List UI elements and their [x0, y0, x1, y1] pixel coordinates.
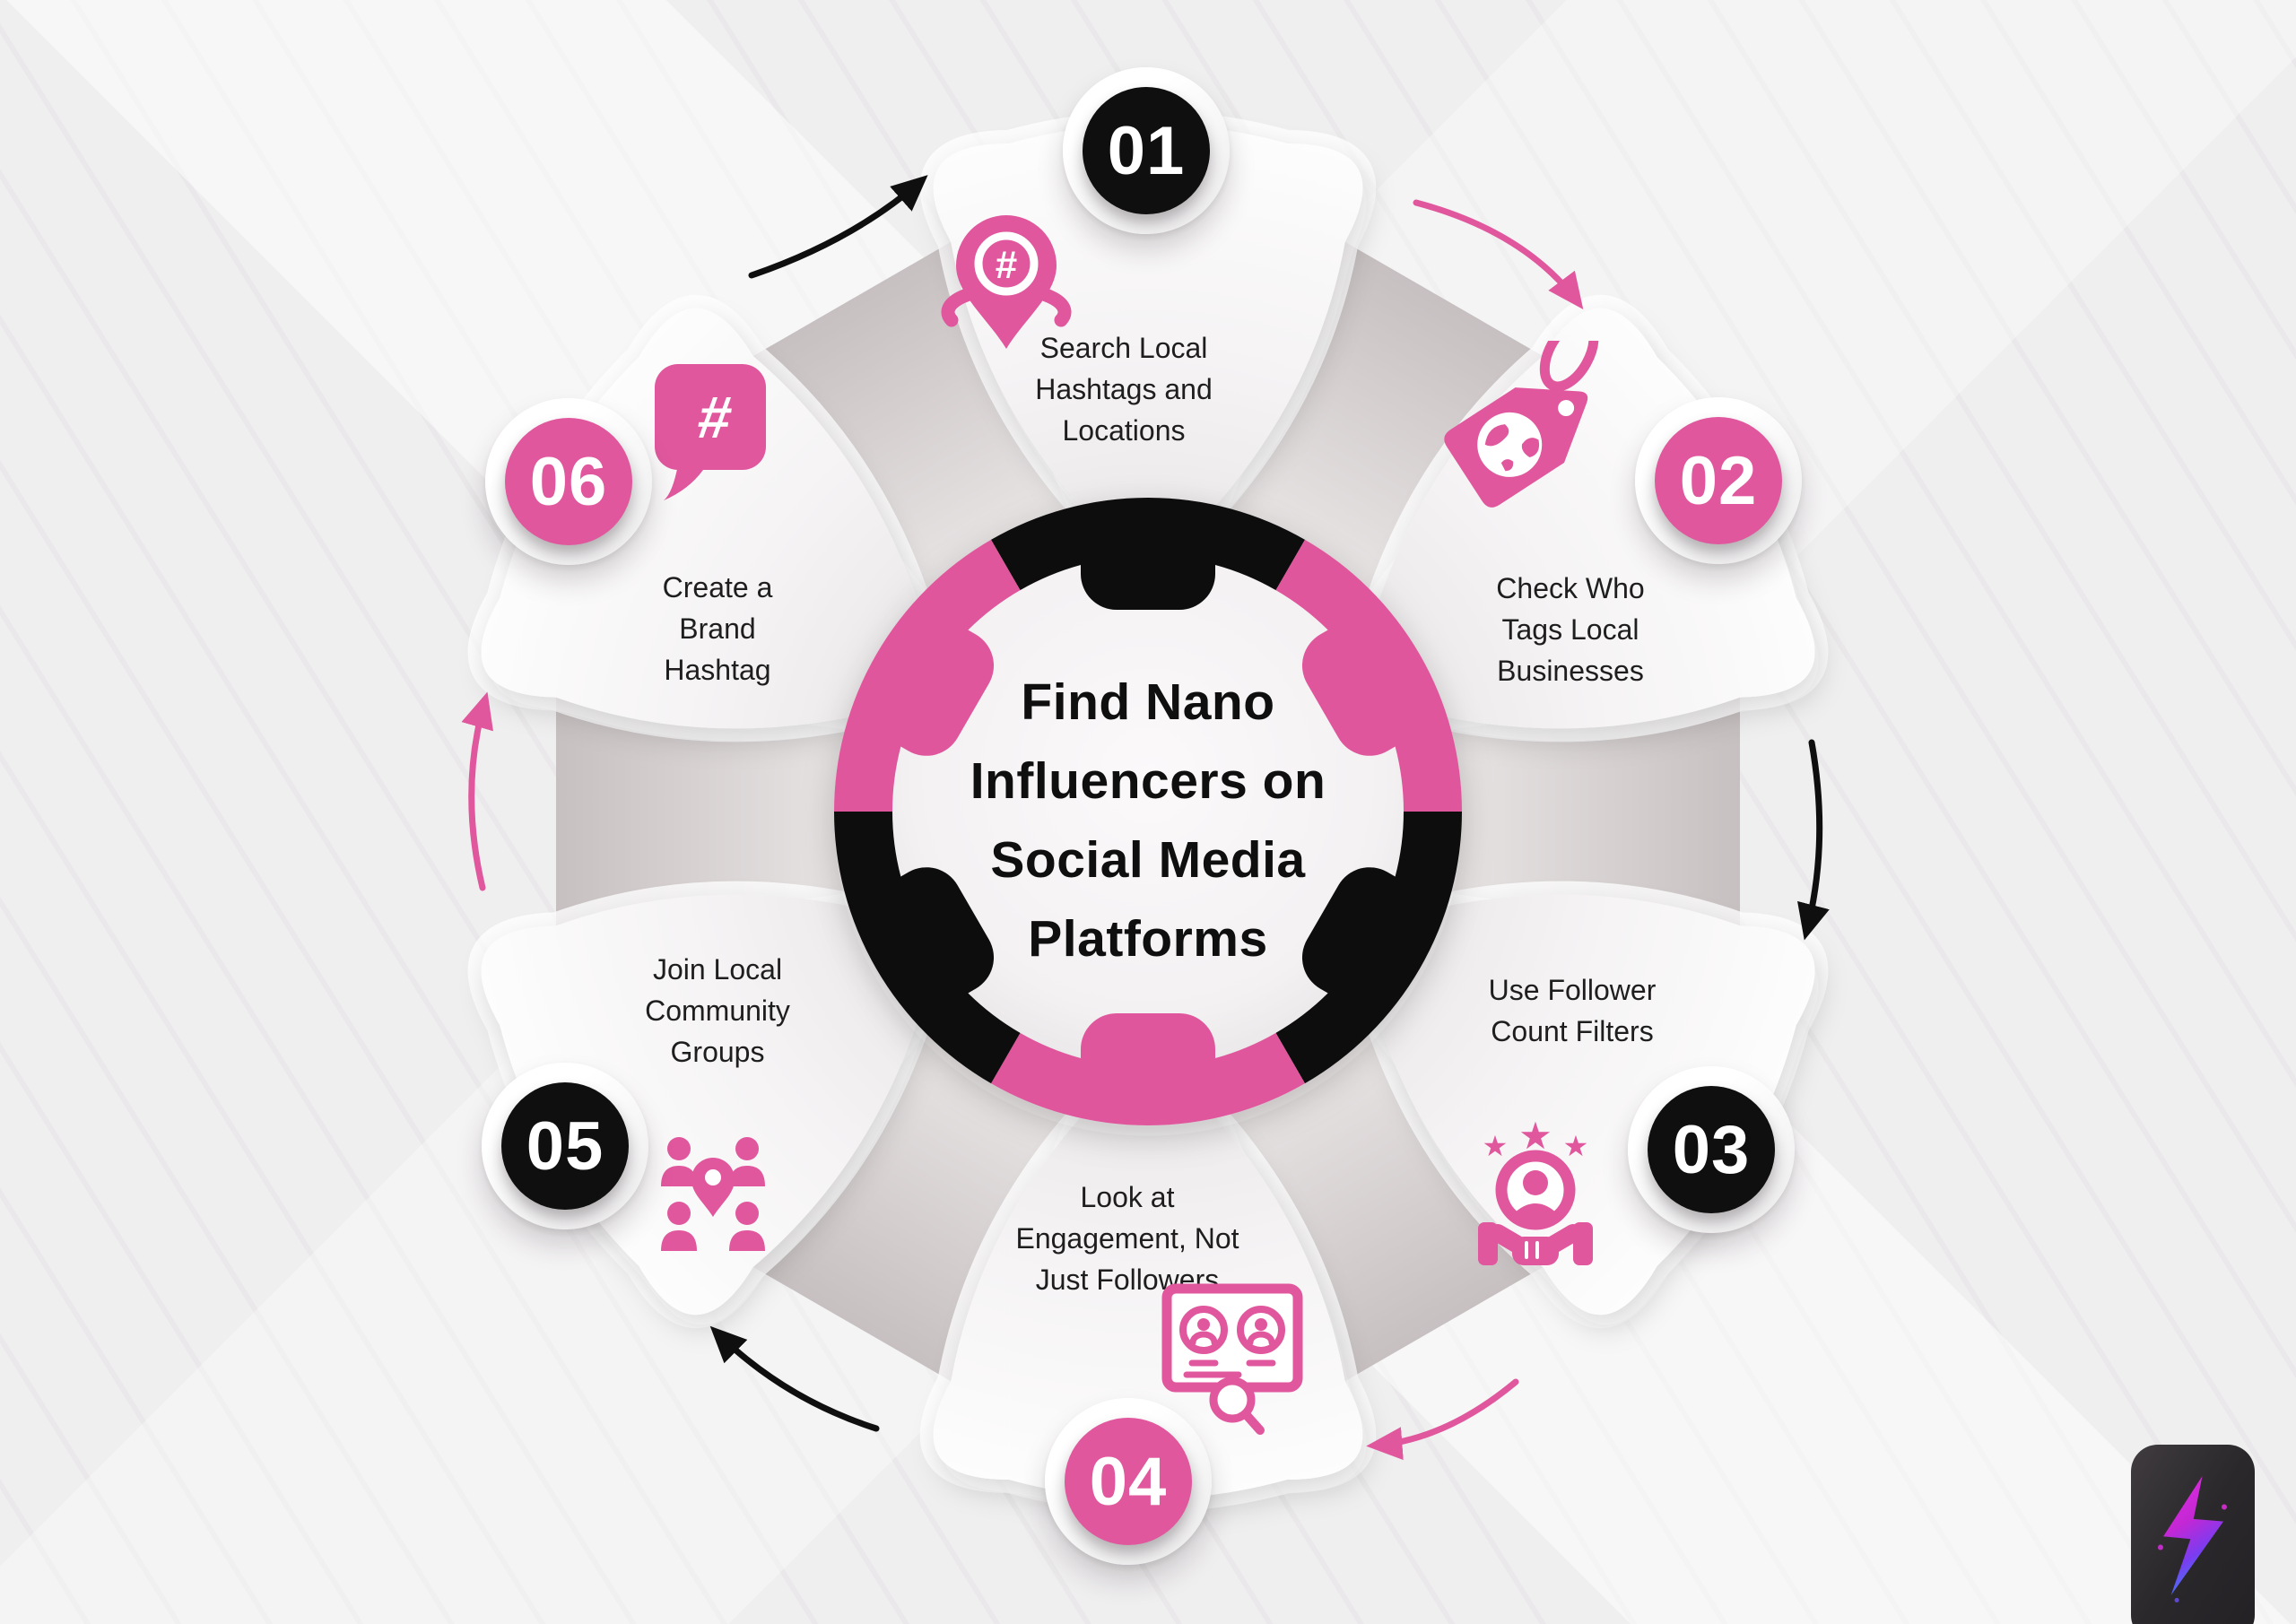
- step-03-label-line: Count Filters: [1491, 1015, 1654, 1047]
- spoke: [1214, 1004, 1549, 1385]
- step-01-label-line: Locations: [1062, 414, 1186, 447]
- spoke: [747, 1004, 1082, 1385]
- step-02-label: Check Who Tags Local Businesses: [1496, 568, 1644, 691]
- step-06-badge: 06: [485, 398, 652, 565]
- hub-ring: [834, 498, 1462, 1125]
- step-06-number: 06: [505, 418, 632, 545]
- ring-segment-06: [834, 539, 1021, 812]
- step-02-label-line: Tags Local: [1501, 613, 1639, 646]
- hash-glyph: #: [996, 243, 1017, 287]
- step-04-label: Look at Engagement, Not Just Followers: [1015, 1177, 1239, 1300]
- ring-bump-01: [1081, 529, 1215, 610]
- arrow-04-to-05: [709, 1325, 880, 1432]
- step-04-label-line: Look at: [1080, 1181, 1175, 1213]
- step-03-label-line: Use Follower: [1488, 974, 1657, 1006]
- star-glyph: ★: [1563, 1129, 1589, 1163]
- diagram-title-line: Platforms: [1028, 910, 1268, 968]
- step-03-number: 03: [1648, 1086, 1775, 1213]
- diagram-title-line: Influencers on: [970, 752, 1326, 810]
- hashtag-location-pin-icon: #: [941, 215, 1072, 349]
- hub-disc: [890, 553, 1406, 1070]
- brand-hashtag-bubble-icon: #: [655, 364, 766, 500]
- ring-connector-bumps: [883, 529, 1413, 1094]
- step-01-label: Search Local Hashtags and Locations: [1035, 327, 1212, 451]
- community-group-icon: [661, 1137, 765, 1251]
- ring-bump-03: [1301, 867, 1413, 998]
- step-06-label: Create a Brand Hashtag: [663, 567, 773, 690]
- diagram-title-line: Find Nano: [1021, 673, 1275, 731]
- hub-spokes: [556, 238, 1740, 1385]
- ring-bump-06: [883, 625, 995, 756]
- ring-bump-04: [1081, 1013, 1215, 1094]
- spoke: [556, 690, 881, 933]
- step-03-label: Use Follower Count Filters: [1489, 969, 1657, 1052]
- step-05-label-line: Groups: [670, 1036, 765, 1068]
- step-02-number: 02: [1655, 417, 1782, 544]
- arrow-06-to-01: [748, 175, 928, 279]
- engagement-screen-icon: [1161, 1283, 1303, 1435]
- diagram-title: Find Nano Influencers on Social Media Pl…: [970, 663, 1326, 978]
- step-02-label-line: Check Who: [1496, 572, 1645, 604]
- step-01-number: 01: [1083, 87, 1210, 214]
- ring-segment-01: [991, 498, 1305, 591]
- step-06-label-line: Create a: [662, 571, 773, 604]
- step-05-label-line: Community: [645, 994, 790, 1027]
- step-04-number: 04: [1065, 1418, 1192, 1545]
- step-05-label: Join Local Community Groups: [645, 949, 790, 1073]
- step-01-badge: 01: [1063, 67, 1230, 234]
- ring-segment-05: [834, 811, 1021, 1084]
- ring-bump-02: [1301, 625, 1413, 756]
- arrow-05-to-06: [461, 691, 493, 891]
- spoke: [1415, 690, 1740, 933]
- arrow-03-to-04: [1366, 1378, 1519, 1461]
- lightning-bolt: [2163, 1476, 2224, 1595]
- diagram-title-line: Social Media: [990, 831, 1306, 889]
- arrow-01-to-02: [1413, 199, 1584, 310]
- step-04-badge: 04: [1045, 1398, 1212, 1565]
- spoke: [747, 238, 1082, 619]
- step-06-label-line: Hashtag: [664, 654, 771, 686]
- tag-globe-icon: [1444, 341, 1599, 508]
- step-04-label-line: Engagement, Not: [1015, 1222, 1239, 1255]
- ring-segment-04: [991, 1032, 1305, 1125]
- step-01-label-line: Hashtags and: [1035, 373, 1213, 405]
- step-05-number: 05: [501, 1082, 629, 1210]
- step-01-label-line: Search Local: [1039, 332, 1208, 364]
- ring-segment-02: [1275, 539, 1462, 812]
- step-05-badge: 05: [482, 1063, 648, 1229]
- arrow-02-to-03: [1797, 739, 1830, 941]
- step-02-label-line: Businesses: [1497, 655, 1644, 687]
- spoke: [1214, 238, 1549, 619]
- star-glyph: ★: [1483, 1129, 1509, 1163]
- handshake-stars-icon: ★ ★ ★: [1478, 1118, 1593, 1265]
- step-03-badge: 03: [1628, 1066, 1795, 1233]
- lightning-brush-logo: [2131, 1445, 2255, 1624]
- ring-segment-03: [1275, 811, 1462, 1084]
- flow-arrows: [461, 175, 1830, 1461]
- ring-bump-05: [883, 867, 995, 998]
- step-06-label-line: Brand: [679, 612, 756, 645]
- step-02-badge: 02: [1635, 397, 1802, 564]
- step-05-label-line: Join Local: [652, 953, 783, 986]
